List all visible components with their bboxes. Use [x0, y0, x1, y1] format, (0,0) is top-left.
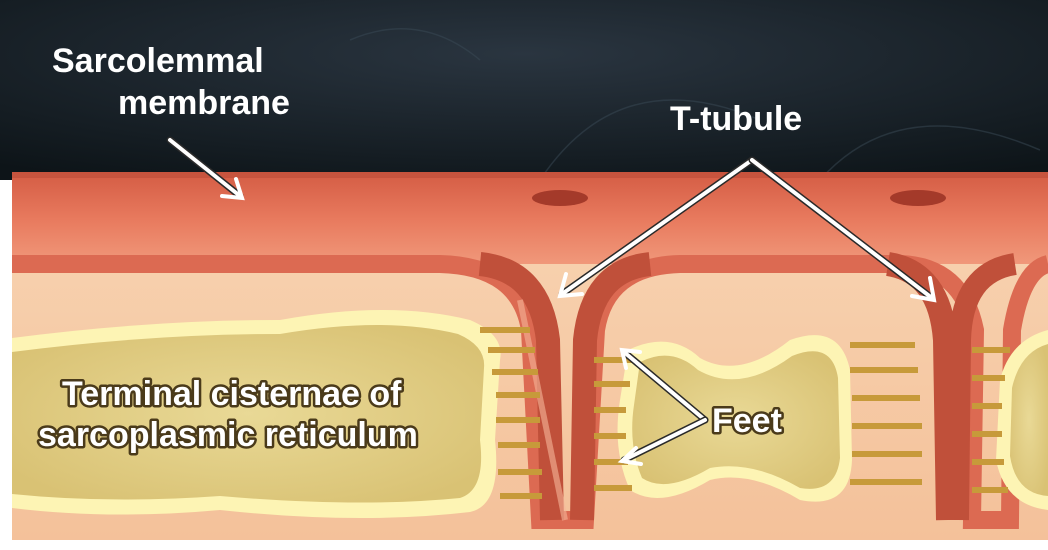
sarcolemmal-edge — [12, 172, 1048, 178]
label-sarcolemmal-line2: membrane — [118, 84, 290, 122]
label-terminal-line1: Terminal cisternae of — [62, 375, 402, 413]
terminal-cisterna-left — [12, 310, 501, 518]
label-feet: Feet — [712, 402, 782, 440]
label-terminal-line2: sarcoplasmic reticulum — [38, 416, 418, 454]
t-tubule-opening-left — [532, 190, 588, 206]
t-tubule-opening-right — [890, 190, 946, 206]
label-t-tubule: T-tubule — [670, 100, 802, 138]
label-sarcolemmal-line1: Sarcolemmal — [52, 42, 264, 80]
